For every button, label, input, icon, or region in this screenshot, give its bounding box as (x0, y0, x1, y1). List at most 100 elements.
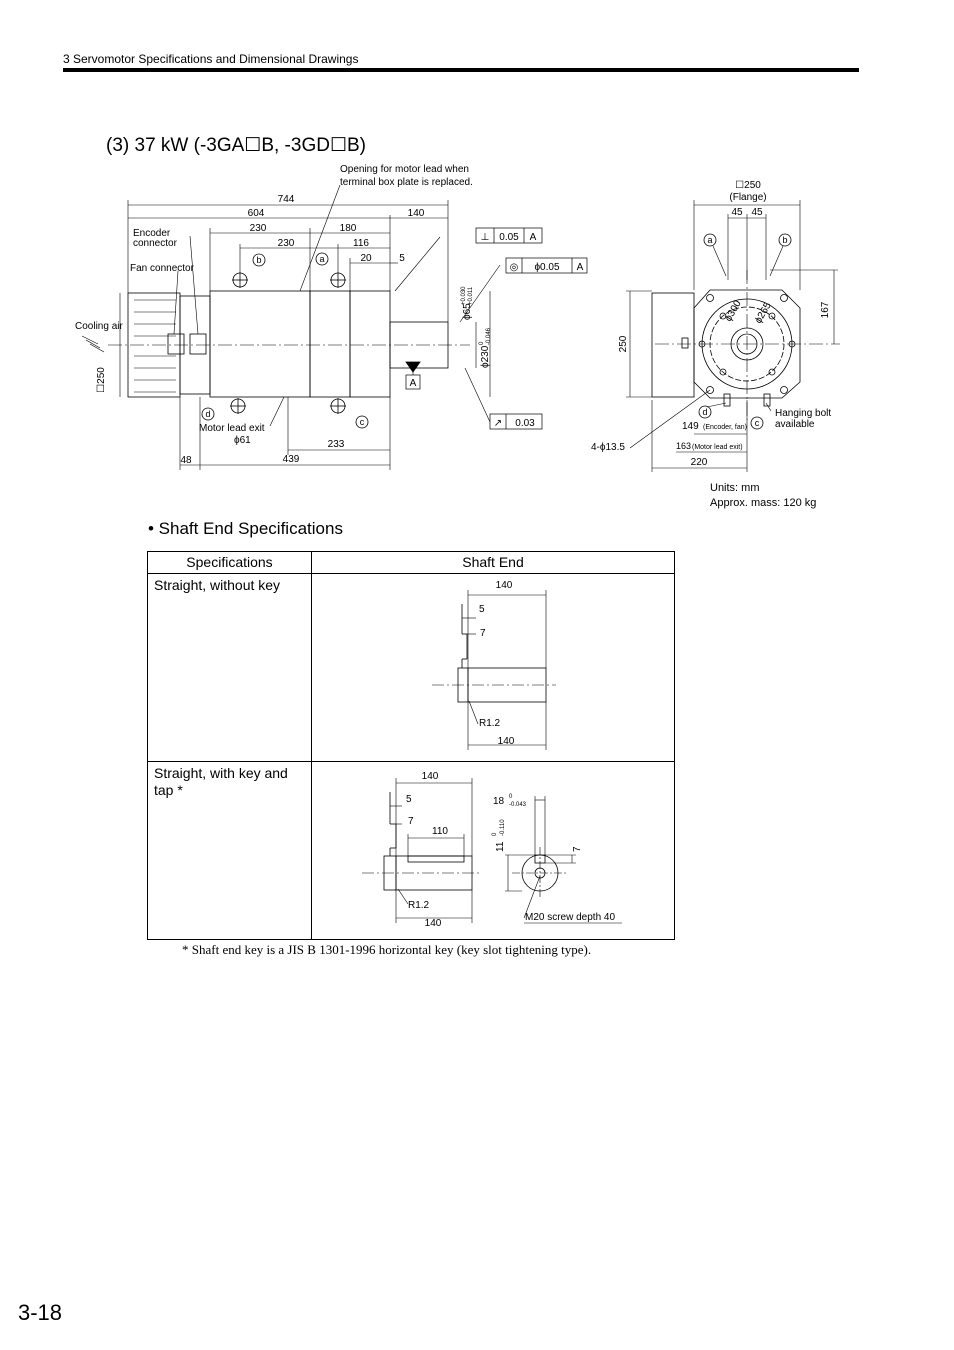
chapter-header: 3 Servomotor Specifications and Dimensio… (63, 52, 359, 66)
front-flange-square: ☐250 (735, 180, 761, 191)
col-shaft-end: Shaft End (311, 551, 675, 574)
spigot-dia: ϕ230 (480, 345, 491, 368)
opening-note-1: Opening for motor lead when (340, 164, 469, 175)
front-dim-250: 250 (618, 335, 629, 352)
front-dim-220: 220 (691, 457, 708, 468)
dim-20: 20 (360, 253, 372, 264)
flange-outline (693, 289, 801, 399)
front-label-a: a (707, 235, 712, 245)
shaft-dia: ϕ65 (462, 303, 473, 320)
side-letter-callouts: b a d c (201, 252, 369, 429)
front-view (626, 200, 840, 472)
dim-5: 5 (399, 253, 405, 264)
dim-230-top: 230 (250, 223, 267, 234)
perp-datum: A (530, 232, 537, 243)
dim-7: 7 (408, 816, 414, 827)
perp-tol: 0.05 (499, 232, 519, 243)
front-dim-149-note: (Encoder, fan) (703, 424, 747, 431)
motor-body (209, 290, 311, 398)
cooling-air-arrow (81, 335, 105, 353)
screw-note: M20 screw depth 40 (525, 912, 615, 923)
spigot-tol-lower: -0.046 (486, 327, 492, 345)
row-shaft-drawing: 140 5 7 110 R1.2 140 18 0 -0.043 11 0 -0… (311, 761, 675, 940)
hole-note: 4-ϕ13.5 (591, 442, 625, 453)
perpendicularity-frame (475, 227, 543, 244)
flange (349, 290, 391, 398)
front-flange-label: (Flange) (729, 192, 766, 203)
motor-lead-exit-label: Motor lead exit (199, 423, 265, 434)
dim-top: 140 (422, 771, 439, 782)
spigot-tol-upper: 0 (479, 341, 485, 345)
page-number: 3-18 (18, 1300, 63, 1325)
shaft-end-table: Specifications Shaft End Straight, witho… (147, 551, 675, 940)
col-specifications: Specifications (147, 551, 312, 574)
units-label: Units: mm (710, 482, 760, 494)
front-dim-167: 167 (820, 301, 831, 318)
fan-connector-box (167, 333, 185, 355)
shaft-end-heading: • Shaft End Specifications (148, 519, 343, 538)
cooling-air-label: Cooling air (75, 321, 123, 332)
datum-a-label: A (410, 378, 417, 389)
label-c: c (360, 417, 365, 427)
dim-140: 140 (408, 208, 425, 219)
dim-233: 233 (328, 439, 345, 450)
key-w-upper: 0 (509, 794, 513, 800)
dim-radius: R1.2 (408, 900, 430, 911)
dim-top: 140 (496, 580, 513, 591)
shaft-tol-lower: +0.011 (468, 286, 474, 305)
front-label-d: d (702, 407, 707, 417)
encoder-connector-label-1: Encoder (133, 228, 171, 239)
runout-symbol: ↗ (494, 418, 502, 429)
table-row: Straight, with key and tap * (147, 761, 675, 940)
key-d-upper: 0 (492, 832, 498, 836)
runout-tol: 0.03 (515, 418, 535, 429)
perp-symbol: ⊥ (481, 232, 490, 243)
encoder-connector-label-2: connector (133, 238, 178, 249)
encoder-connector-box (189, 333, 207, 355)
pcd-300-label: ϕ300 (723, 298, 744, 323)
front-label-b: b (782, 235, 787, 245)
conc-datum: A (577, 262, 584, 273)
row-spec-label: Straight, without key (147, 573, 312, 762)
hanging-bolt-1: Hanging bolt (775, 408, 831, 419)
dim-5: 5 (479, 604, 485, 615)
shaft-tol-upper: +0.030 (461, 286, 467, 305)
datum-a-box (405, 374, 421, 390)
dim-7: 7 (480, 628, 486, 639)
key-width: 18 (493, 796, 505, 807)
front-label-c: c (755, 418, 760, 428)
front-letter-callouts: a b d c (698, 233, 792, 430)
mass-label: Approx. mass: 120 kg (710, 497, 816, 509)
conc-symbol: ◎ (510, 262, 519, 273)
front-dim-163-note: (Motor lead exit) (692, 444, 743, 451)
conc-tol: ϕ0.05 (534, 262, 560, 273)
datum-triangle (405, 361, 421, 373)
front-dim-163: 163 (676, 441, 691, 451)
fan-connector-label: Fan connector (130, 263, 195, 274)
runout-frame (489, 413, 543, 430)
cooling-fins (134, 299, 176, 393)
dim-744: 744 (278, 194, 295, 205)
front-dim-45-left: 45 (731, 207, 743, 218)
dim-230-mid: 230 (278, 238, 295, 249)
motor-lead-dia: ϕ61 (234, 435, 251, 446)
row-shaft-drawing: 140 5 7 R1.2 140 (311, 573, 675, 762)
opening-note-2: terminal box plate is replaced. (340, 177, 473, 188)
side-dimension-lines (119, 184, 501, 470)
key-7: 7 (572, 846, 583, 852)
key-depth: 11 (495, 841, 506, 852)
eyebolt-a (330, 272, 346, 288)
square-250-side: ☐250 (96, 367, 107, 393)
dim-48: 48 (180, 455, 192, 466)
shaft-drawing-no-key: 140 5 7 R1.2 140 (432, 580, 556, 750)
front-dim-149: 149 (682, 421, 699, 432)
side-view (81, 184, 588, 470)
shaft-drawing-with-key: 140 5 7 110 R1.2 140 18 0 -0.043 11 0 -0… (362, 771, 622, 929)
front-dim-45-right: 45 (751, 207, 763, 218)
concentricity-frame (505, 257, 588, 274)
dimensional-drawing: 744 604 140 230 180 230 116 20 5 Encoder… (75, 164, 840, 509)
dim-439: 439 (283, 454, 300, 465)
eyebolt-b (232, 272, 248, 288)
dim-180: 180 (340, 223, 357, 234)
dim-116: 116 (353, 238, 369, 249)
